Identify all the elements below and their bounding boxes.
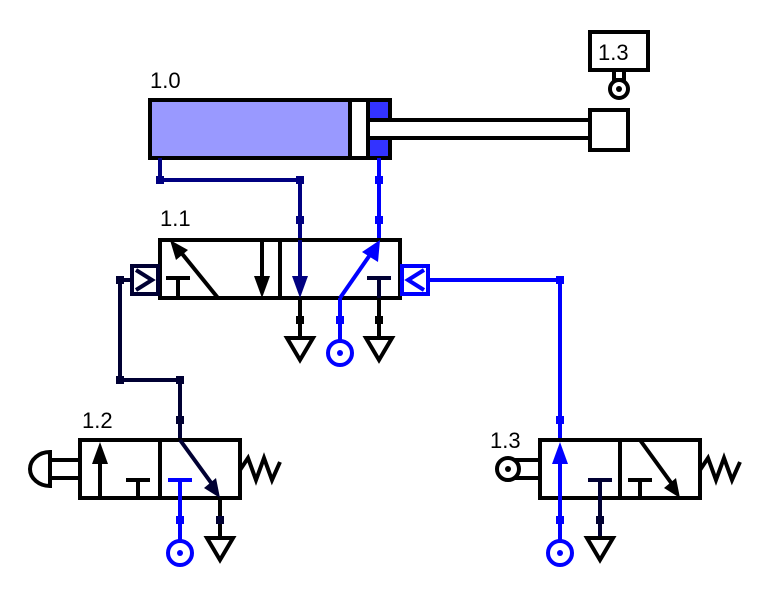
- tag-label: 1.3: [598, 40, 629, 65]
- junction: [156, 176, 164, 184]
- junction: [296, 316, 304, 324]
- cylinder-1-0[interactable]: 1.0: [148, 68, 630, 160]
- arrow-head: [292, 276, 308, 298]
- roller-axle: [616, 86, 622, 92]
- junction: [176, 376, 184, 384]
- junction: [336, 316, 344, 324]
- arrow-head: [204, 478, 220, 498]
- junction: [375, 216, 383, 224]
- arrow-head: [170, 240, 188, 260]
- valve-1-1[interactable]: 1.1: [130, 206, 430, 300]
- line-cylinder-cap-to-valve: [156, 158, 304, 240]
- cylinder-chamber-cap: [150, 100, 350, 158]
- valve-1-2-ports: [166, 498, 237, 567]
- junction: [296, 176, 304, 184]
- junction: [296, 216, 304, 224]
- exhaust-triangle-icon: [283, 336, 317, 364]
- valve-1-2[interactable]: 1.2: [28, 408, 282, 500]
- valve-1-1-label: 1.1: [160, 206, 191, 231]
- piston: [350, 100, 366, 158]
- line-cylinder-rod-to-valve: [375, 158, 383, 240]
- pressure-source-dot: [337, 350, 343, 356]
- push-button-icon[interactable]: [28, 449, 52, 489]
- junction: [556, 276, 564, 284]
- pilot-line-right: [428, 276, 564, 440]
- exhaust-triangle-icon: [203, 536, 237, 564]
- junction: [216, 516, 224, 524]
- pressure-source-dot: [177, 550, 183, 556]
- flow-arrow-pressure: [338, 250, 374, 300]
- junction: [596, 516, 604, 524]
- junction: [375, 316, 383, 324]
- pilot-line: [118, 278, 182, 440]
- pilot-line-left: [116, 276, 184, 440]
- junction: [116, 376, 124, 384]
- flow-arrow: [638, 438, 674, 486]
- junction: [375, 176, 383, 184]
- arrow-head: [254, 276, 270, 298]
- valve-1-1-ports: [283, 298, 396, 367]
- pilot-line: [428, 278, 562, 440]
- junction: [116, 276, 124, 284]
- pressure-source-dot: [557, 550, 563, 556]
- rod-end-block: [588, 108, 630, 152]
- junction: [556, 516, 564, 524]
- exhaust-line: [158, 158, 302, 240]
- junction: [556, 416, 564, 424]
- valve-1-3-ports: [546, 498, 617, 567]
- flow-arrow: [178, 438, 214, 486]
- pilot-triangle: [404, 268, 426, 292]
- spring-icon: [238, 452, 282, 486]
- piston-rod: [366, 118, 592, 140]
- exhaust-triangle-icon: [583, 536, 617, 564]
- junction: [176, 516, 184, 524]
- tag-box: [588, 30, 650, 72]
- arrow-head: [664, 478, 680, 498]
- exhaust-triangle-icon: [362, 336, 396, 364]
- cylinder-label: 1.0: [150, 68, 181, 93]
- valve-1-3[interactable]: 1.3: [490, 428, 742, 500]
- arrow-head: [552, 442, 568, 464]
- pilot-triangle: [134, 268, 156, 292]
- valve-1-2-label: 1.2: [82, 408, 113, 433]
- spring-icon: [698, 452, 742, 486]
- valve-1-3-label: 1.3: [490, 428, 521, 453]
- button-stem: [48, 458, 82, 480]
- arrow-head: [362, 240, 380, 262]
- limit-switch-tag-1-3[interactable]: 1.3: [588, 30, 650, 100]
- junction: [176, 416, 184, 424]
- arrow-head: [92, 442, 108, 464]
- roller-axle: [505, 466, 511, 472]
